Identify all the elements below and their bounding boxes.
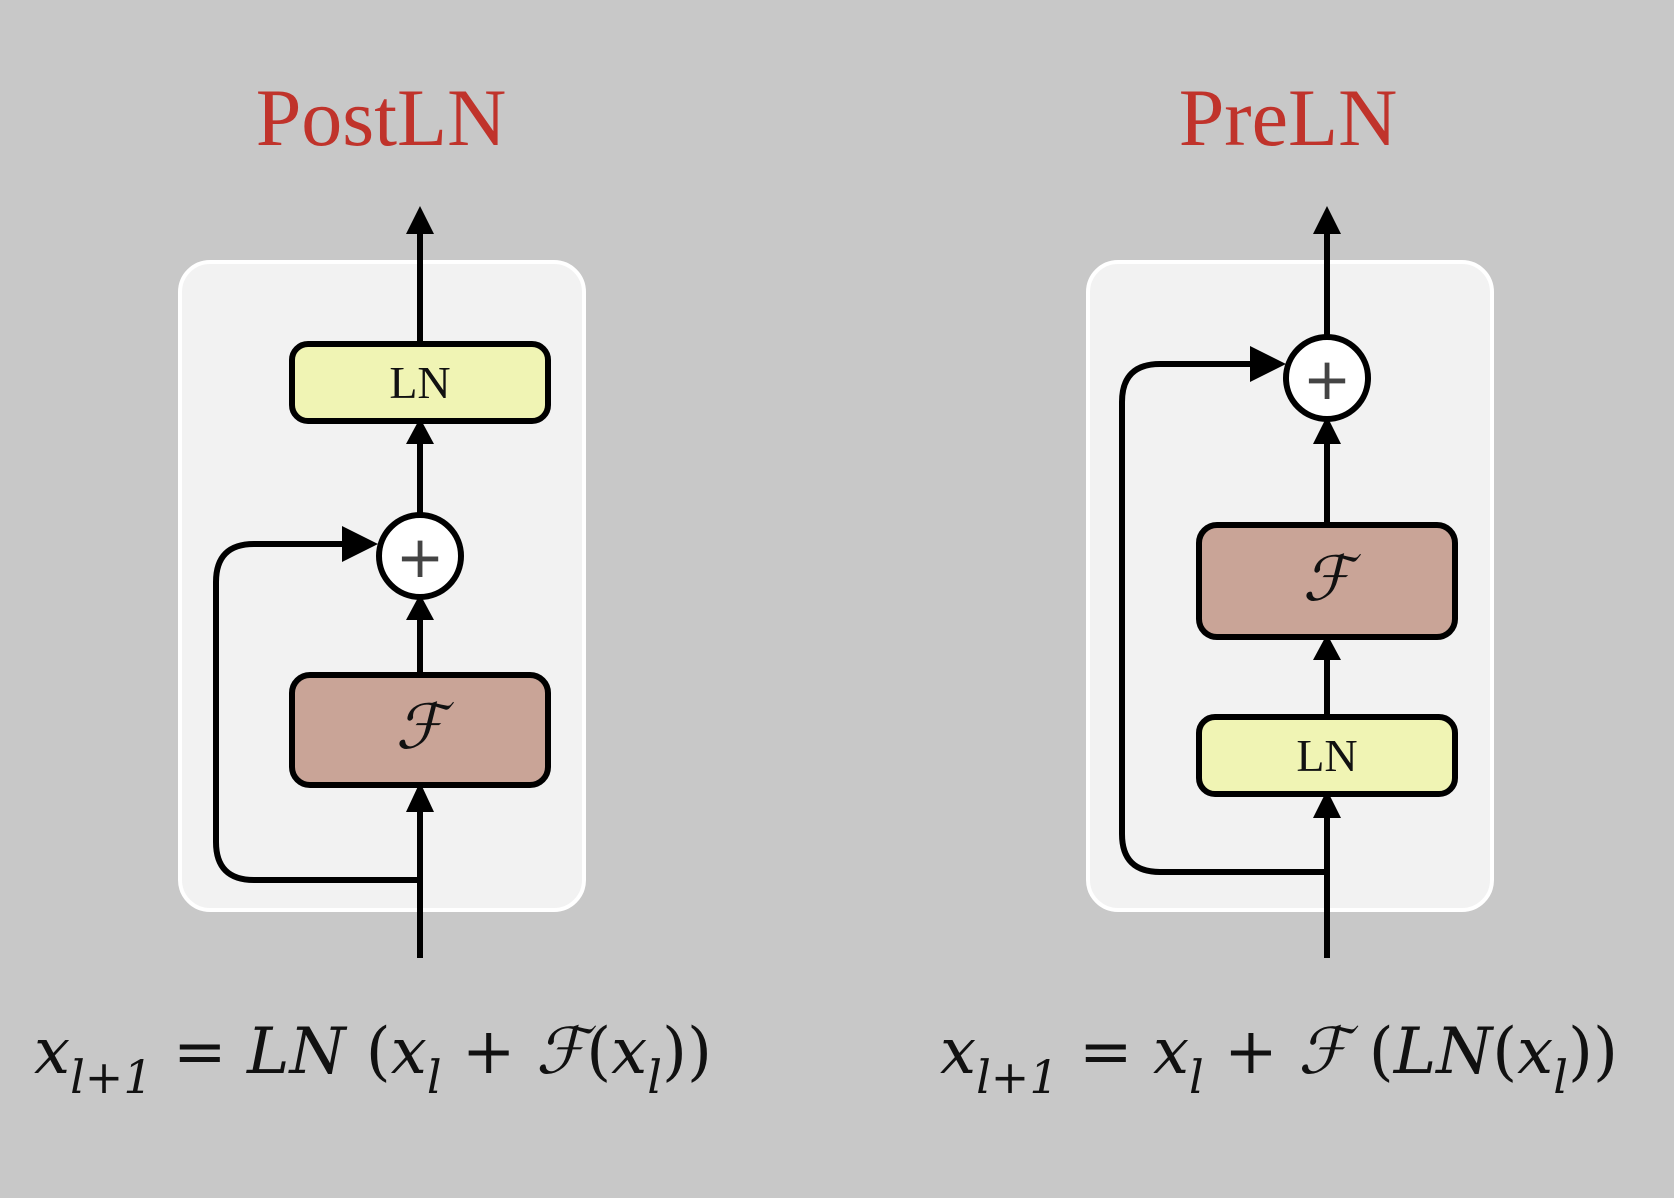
postln-formula-lhs-sub: l+1 [70,1050,153,1104]
postln-formula-x2-sub: l [647,1050,662,1104]
postln-formula-x1: x [390,1015,427,1089]
preln-formula-x2-sub: l [1553,1050,1568,1104]
postln-diagram: PostLN ℱ + LN [178,72,586,958]
postln-residual-path [213,541,420,883]
preln-formula-open-paren: ( [1368,1015,1394,1089]
postln-arrow-f-to-add [406,594,434,620]
preln-formula-x2: x [1517,1015,1554,1089]
preln-arrow-into-add [1250,346,1286,382]
preln-formula-eq: = [1078,1015,1133,1089]
preln-output-arrow [1313,206,1341,234]
preln-diagram: PreLN LN ℱ + [1086,72,1494,958]
postln-output-arrow [406,206,434,234]
postln-formula-f: ℱ [535,1015,587,1089]
postln-formula: xl+1 = LN (xl + ℱ(xl)) [34,1020,712,1100]
preln-formula-f: ℱ [1298,1015,1349,1089]
preln-ln-label: LN [1296,730,1357,781]
postln-arrow-add-to-ln [406,418,434,444]
preln-arrow-f-to-add [1313,416,1341,444]
postln-formula-open-paren-2: ( [586,1015,612,1089]
preln-plus-icon: + [1303,345,1352,413]
preln-residual-path [1119,361,1327,875]
postln-formula-open-paren: ( [365,1015,391,1089]
preln-formula-x1: x [1152,1015,1190,1089]
preln-formula-lhs-sub: l+1 [976,1050,1059,1104]
postln-formula-lhs: x [34,1015,71,1089]
preln-formula-plus: + [1224,1015,1278,1089]
preln-formula-ln: LN [1393,1015,1493,1089]
postln-formula-x2: x [611,1015,648,1089]
postln-formula-close-paren: )) [661,1015,712,1089]
preln-formula: xl+1 = xl + ℱ (LN(xl)) [940,1020,1618,1100]
preln-formula-open-paren-2: ( [1492,1015,1518,1089]
postln-arrow-into-f [406,782,434,812]
preln-arrow-ln-to-f [1313,634,1341,660]
postln-plus-icon: + [396,523,445,591]
postln-title: PostLN [256,72,507,163]
postln-ln-label: LN [389,357,450,408]
preln-formula-close-paren: )) [1567,1015,1618,1089]
postln-formula-x1-sub: l [426,1050,442,1104]
postln-arrow-into-add [342,526,378,562]
preln-formula-lhs: x [940,1015,977,1089]
postln-formula-plus: + [461,1015,516,1089]
postln-formula-eq: = [172,1015,227,1089]
preln-arrow-into-ln [1313,790,1341,818]
postln-formula-ln: LN [246,1015,346,1089]
preln-title: PreLN [1179,72,1398,163]
preln-formula-x1-sub: l [1189,1050,1204,1104]
